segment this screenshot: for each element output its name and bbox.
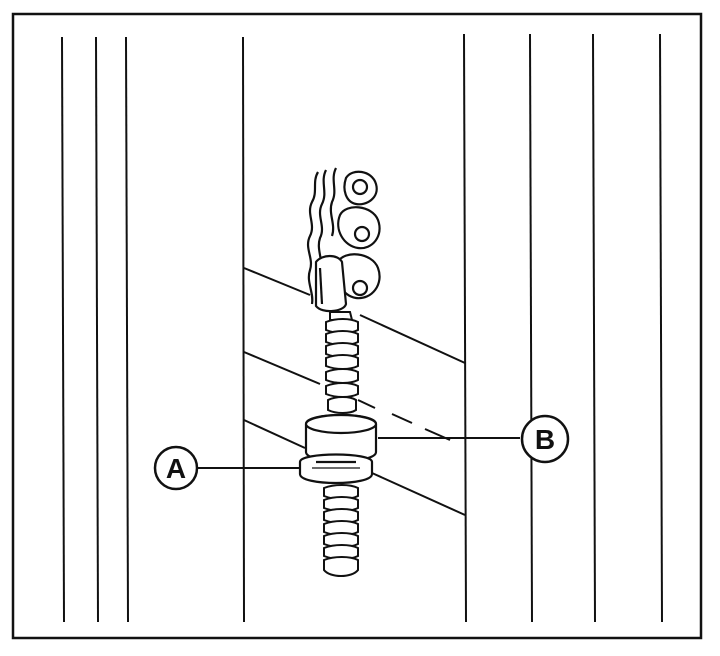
callout-b: B (378, 414, 570, 464)
adjuster-bolt-upper (325, 311, 359, 414)
callout-a: A (153, 445, 300, 491)
swingarm-plate-lines (243, 267, 466, 516)
adjuster-bolt-lower (323, 484, 359, 577)
callout-b-label: B (535, 424, 555, 455)
adjuster-nuts (298, 413, 378, 485)
frame-vertical-lines (61, 33, 663, 623)
callout-a-label: A (166, 453, 186, 484)
callout-b-circle (520, 414, 570, 464)
callout-a-circle (153, 445, 199, 491)
drive-chain (306, 167, 381, 313)
